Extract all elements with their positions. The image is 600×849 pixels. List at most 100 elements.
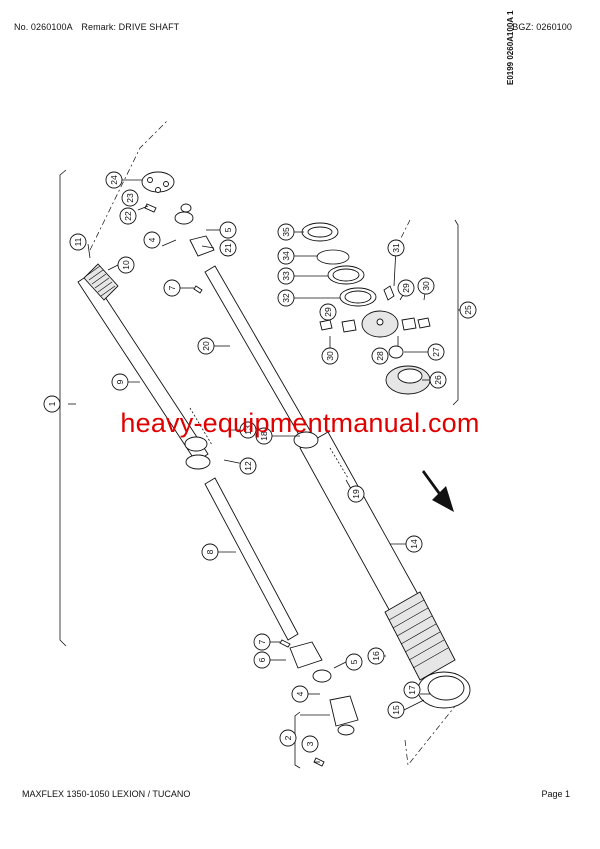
callout-4-top-label: 4 bbox=[147, 237, 157, 242]
callout-32: 32 bbox=[277, 289, 295, 307]
callout-5-top: 5 bbox=[219, 221, 237, 239]
callout-17: 17 bbox=[403, 681, 421, 699]
callout-10: 10 bbox=[117, 256, 135, 274]
bracket-group-25 bbox=[452, 219, 459, 406]
callout-7-bottom-label: 7 bbox=[257, 639, 267, 644]
callout-28-label: 28 bbox=[375, 351, 385, 361]
callout-5-top-label: 5 bbox=[223, 227, 233, 232]
doc-number: No. 0260100A bbox=[14, 22, 73, 32]
bgz-code: BGZ: 0260100 bbox=[512, 22, 572, 32]
callout-11: 11 bbox=[69, 233, 87, 251]
callout-26: 26 bbox=[429, 371, 447, 389]
callout-3-label: 3 bbox=[305, 741, 315, 746]
callout-30-left: 30 bbox=[321, 347, 339, 365]
callout-12: 12 bbox=[239, 457, 257, 475]
callout-7-top: 7 bbox=[163, 279, 181, 297]
callout-1-label: 1 bbox=[47, 401, 57, 406]
callout-25-label: 25 bbox=[463, 305, 473, 315]
callout-5-bottom-label: 5 bbox=[349, 659, 359, 664]
callout-10-label: 10 bbox=[121, 260, 131, 270]
hub-26 bbox=[385, 365, 431, 395]
lower-yoke-3 bbox=[329, 695, 359, 736]
callout-13-label: 13 bbox=[243, 425, 253, 435]
callout-33-label: 33 bbox=[281, 271, 291, 281]
callout-21: 21 bbox=[219, 239, 237, 257]
remark: Remark: DRIVE SHAFT bbox=[81, 22, 180, 32]
callout-30-right: 30 bbox=[417, 277, 435, 295]
cone-15 bbox=[417, 671, 471, 709]
callout-25: 25 bbox=[459, 301, 477, 319]
callout-2: 2 bbox=[279, 729, 297, 747]
callout-6: 6 bbox=[253, 651, 271, 669]
flange-yoke-24 bbox=[141, 171, 175, 193]
watermark: heavy-equipmentmanual.com bbox=[120, 408, 480, 438]
callout-26-label: 26 bbox=[433, 375, 443, 385]
direction-arrow bbox=[422, 470, 454, 512]
header-left: No. 0260100A Remark: DRIVE SHAFT bbox=[14, 22, 185, 32]
callout-33: 33 bbox=[277, 267, 295, 285]
callout-2-label: 2 bbox=[283, 735, 293, 740]
callout-21-label: 21 bbox=[223, 243, 233, 253]
ring-34 bbox=[316, 249, 350, 265]
bellow-10 bbox=[83, 263, 119, 301]
clutch-hub bbox=[319, 285, 431, 338]
lower-yoke-6 bbox=[289, 641, 332, 683]
callout-32-label: 32 bbox=[281, 293, 291, 303]
chain-19 bbox=[329, 447, 349, 479]
callout-35: 35 bbox=[277, 223, 295, 241]
callout-20-label: 20 bbox=[201, 341, 211, 351]
callout-23-label: 23 bbox=[125, 193, 135, 203]
callout-18: 18 bbox=[255, 427, 273, 445]
callout-30-left-label: 30 bbox=[325, 351, 335, 361]
callout-9: 9 bbox=[111, 373, 129, 391]
inner-tube-8 bbox=[204, 477, 299, 641]
callout-20: 20 bbox=[197, 337, 215, 355]
callout-29-left-label: 29 bbox=[323, 307, 333, 317]
callout-13: 13 bbox=[239, 421, 257, 439]
callout-8: 8 bbox=[201, 543, 219, 561]
callout-15: 15 bbox=[387, 701, 405, 719]
callout-9-label: 9 bbox=[115, 379, 125, 384]
callout-8-label: 8 bbox=[205, 549, 215, 554]
callout-15-label: 15 bbox=[391, 705, 401, 715]
guide-dash-bottom bbox=[404, 699, 461, 766]
nut-27 bbox=[388, 345, 404, 359]
callout-4-top: 4 bbox=[143, 231, 161, 249]
outer-tube-14 bbox=[299, 431, 421, 616]
callout-31-label: 31 bbox=[391, 243, 401, 253]
bracket-group-1 bbox=[59, 169, 67, 647]
guide-dash-top bbox=[89, 119, 169, 251]
callout-29-left: 29 bbox=[319, 303, 337, 321]
callout-27: 27 bbox=[427, 343, 445, 361]
bearing-ring-12 bbox=[184, 436, 211, 470]
callout-5-bottom: 5 bbox=[345, 653, 363, 671]
ring-32 bbox=[339, 287, 377, 307]
callout-6-label: 6 bbox=[257, 657, 267, 662]
callout-16-label: 16 bbox=[371, 651, 381, 661]
callout-19-label: 19 bbox=[351, 489, 361, 499]
callout-23: 23 bbox=[121, 189, 139, 207]
callout-34: 34 bbox=[277, 247, 295, 265]
callout-34-label: 34 bbox=[281, 251, 291, 261]
footer-page: Page 1 bbox=[541, 789, 570, 799]
callout-11-label: 11 bbox=[73, 237, 83, 246]
callout-18-label: 18 bbox=[259, 431, 269, 441]
callout-4-bottom: 4 bbox=[291, 685, 309, 703]
callout-24: 24 bbox=[105, 171, 123, 189]
footer-model: MAXFLEX 1350-1050 LEXION / TUCANO bbox=[22, 789, 191, 799]
callout-22-label: 22 bbox=[123, 211, 133, 221]
pin-7-bottom bbox=[279, 639, 291, 648]
callout-30-right-label: 30 bbox=[421, 281, 431, 291]
callout-14: 14 bbox=[405, 535, 423, 553]
callout-27-label: 27 bbox=[431, 347, 441, 357]
callout-7-top-label: 7 bbox=[167, 285, 177, 290]
callout-22: 22 bbox=[119, 207, 137, 225]
callout-24-label: 24 bbox=[109, 175, 119, 185]
callout-17-label: 17 bbox=[407, 685, 417, 695]
bellow-16 bbox=[384, 591, 456, 681]
callout-19: 19 bbox=[347, 485, 365, 503]
ring-33 bbox=[327, 265, 365, 285]
callout-14-label: 14 bbox=[409, 539, 419, 549]
callout-7-bottom: 7 bbox=[253, 633, 271, 651]
callout-29-right: 29 bbox=[397, 279, 415, 297]
